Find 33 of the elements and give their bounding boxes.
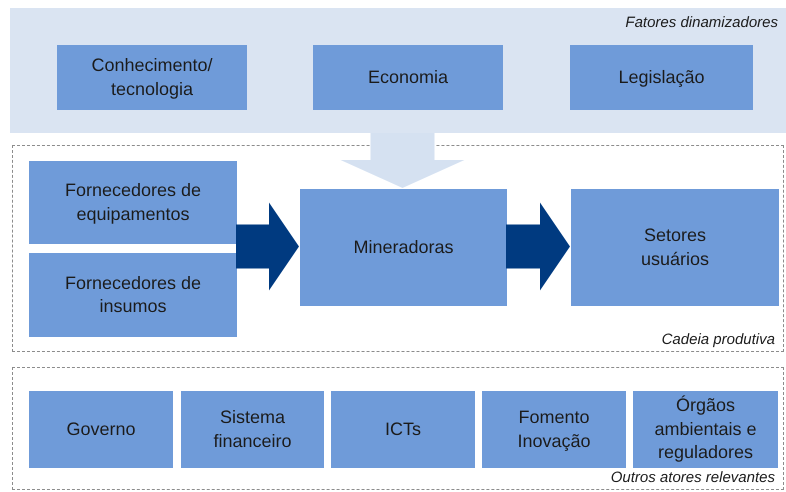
block-arrow xyxy=(236,202,299,290)
dashed-group-frame xyxy=(12,367,784,490)
box-label: Economia xyxy=(368,66,448,89)
group-title: Cadeia produtiva xyxy=(662,331,775,348)
box-label: Legislação xyxy=(618,66,705,89)
process-box xyxy=(29,253,237,337)
box-label: Órgãos ambientais e reguladores xyxy=(653,394,758,464)
group-band xyxy=(10,8,786,133)
group-title: Fatores dinamizadores xyxy=(625,14,778,31)
box-label: Fomento Inovação xyxy=(516,406,592,453)
block-arrow xyxy=(340,133,464,188)
process-box xyxy=(633,391,778,468)
box-label: Fornecedores de insumos xyxy=(64,272,202,318)
dashed-group-frame xyxy=(12,145,784,352)
box-label: Mineradoras xyxy=(353,236,454,259)
process-box xyxy=(57,45,247,110)
process-box xyxy=(29,391,173,468)
process-box xyxy=(571,189,779,306)
box-label: Fornecedores de equipamentos xyxy=(64,179,202,226)
process-box xyxy=(313,45,503,110)
box-label: Governo xyxy=(66,418,136,441)
group-title: Outros atores relevantes xyxy=(610,469,775,486)
process-box xyxy=(570,45,753,110)
box-label: ICTs xyxy=(385,418,421,441)
box-label: Conhecimento/ tecnologia xyxy=(90,54,214,101)
box-label: Setores usuários xyxy=(640,224,710,270)
box-label: Sistema financeiro xyxy=(212,406,293,452)
process-box xyxy=(331,391,475,468)
process-box xyxy=(300,189,507,306)
process-box xyxy=(29,161,237,244)
process-box xyxy=(482,391,626,468)
block-arrow xyxy=(506,202,570,290)
process-box xyxy=(181,391,324,468)
